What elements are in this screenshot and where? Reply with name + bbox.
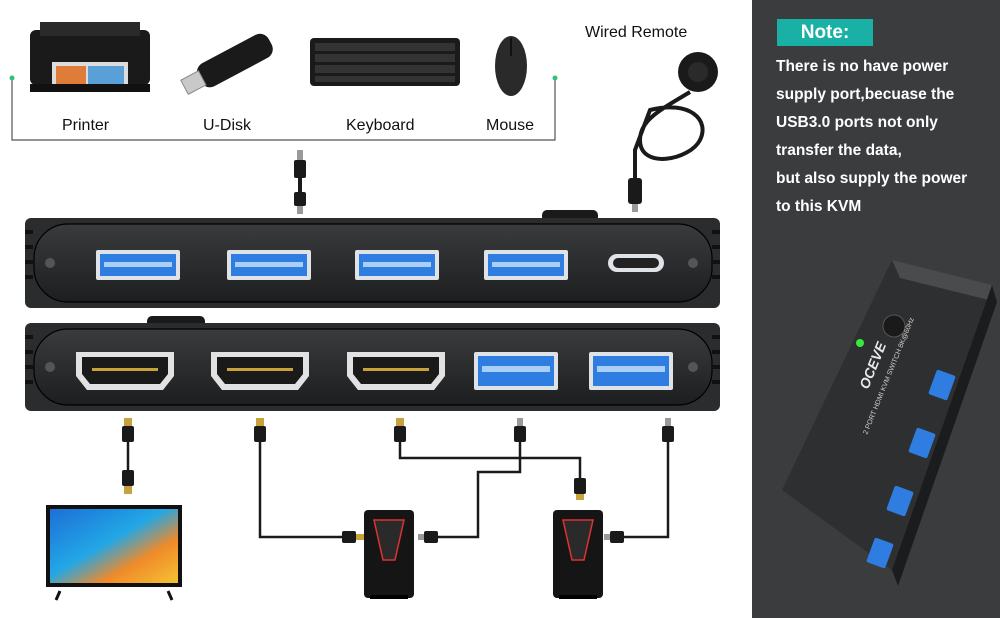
power-led-icon	[856, 339, 864, 347]
keyboard-label: Keyboard	[346, 117, 415, 134]
mouse-label: Mouse	[486, 117, 535, 134]
mouse-icon	[495, 36, 527, 96]
kvm-top-panel	[25, 210, 720, 308]
note-line-4: transfer the data,	[776, 142, 902, 159]
switch-button	[882, 314, 906, 338]
cable-plugs	[122, 418, 674, 543]
usb-port-6	[589, 352, 673, 390]
printer-label: Printer	[62, 117, 110, 134]
udisk-icon	[180, 33, 273, 96]
pc-tower-2	[553, 510, 603, 599]
note-badge: Note:	[777, 19, 873, 46]
note-line-6: to this KVM	[776, 198, 862, 215]
wired-remote-label: Wired Remote	[585, 24, 688, 41]
udisk-label: U-Disk	[203, 117, 251, 134]
hdmi-port-3	[347, 352, 445, 390]
note-line-2: supply port,becuase the	[776, 86, 955, 103]
product-usb-ports	[866, 369, 956, 569]
keyboard-icon	[310, 38, 460, 86]
note-line-5: but also supply the power	[776, 170, 968, 187]
hdmi-port-2	[211, 352, 309, 390]
usb-port-5	[474, 352, 558, 390]
usb-port-1	[96, 250, 180, 280]
hdmi-port-1	[76, 352, 174, 390]
kvm-product-image: OCEVE 2 PORT HDMI KVM SWITCH 8K@60Hz	[782, 260, 997, 586]
usb-port-2	[227, 250, 311, 280]
usb-cable-top	[294, 150, 306, 214]
peripheral-bracket	[11, 78, 556, 141]
usb-port-4	[484, 250, 568, 280]
printer-icon	[30, 22, 150, 92]
kvm-connection-diagram	[9, 22, 720, 601]
tv-icon	[46, 505, 182, 601]
usb-c-port	[608, 254, 664, 272]
kvm-bottom-panel	[25, 316, 720, 411]
cables	[126, 440, 670, 539]
note-line-1: There is no have power	[776, 58, 949, 75]
note-line-3: USB3.0 ports not only	[776, 114, 938, 131]
pc-tower-1	[364, 510, 414, 599]
usb-port-3	[355, 250, 439, 280]
wired-remote-icon	[628, 52, 718, 212]
